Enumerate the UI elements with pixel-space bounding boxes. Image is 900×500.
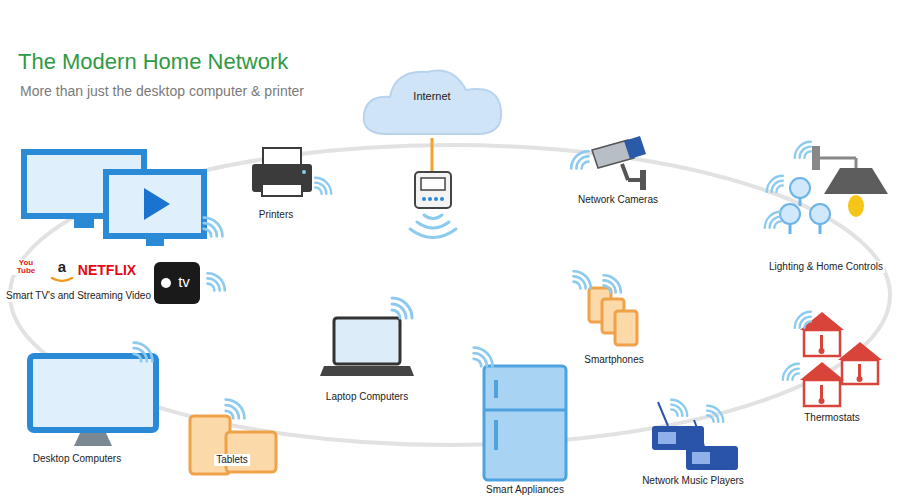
camera-icon <box>571 136 646 190</box>
cloud-node: Internet <box>357 62 507 140</box>
printer-icon <box>252 148 331 196</box>
device-label: Tablets <box>214 454 250 466</box>
smartphone-icons <box>589 288 637 345</box>
tv-icons <box>24 152 222 246</box>
device-label: Desktop Computers <box>31 453 123 465</box>
device-label: Network Cameras <box>576 194 660 206</box>
music-player-icons <box>652 400 738 470</box>
logo-text: NETFLIX <box>76 262 138 278</box>
device-label: Thermostats <box>802 412 862 424</box>
desktop-icon <box>30 343 156 446</box>
subtitle: More than just the desktop computer & pr… <box>18 83 306 99</box>
router-icon <box>410 138 456 238</box>
node-text: Internet <box>357 62 507 102</box>
device-label: Network Music Players <box>640 475 746 487</box>
thermostat-icons <box>783 312 882 406</box>
tablet-icons <box>190 416 276 474</box>
laptop-icon <box>320 298 414 376</box>
device-label: Smart Appliances <box>484 484 566 496</box>
device-label: Laptop Computers <box>324 391 410 403</box>
device-label: Lighting & Home Controls <box>767 261 885 273</box>
device-label: Printers <box>257 209 295 221</box>
logo-text: tv <box>176 273 192 290</box>
device-label: Smart TV's and Streaming Video <box>4 290 153 302</box>
logo-text: You Tube <box>12 259 40 275</box>
title: The Modern Home Network <box>18 49 288 74</box>
device-label: Smartphones <box>582 354 645 366</box>
fridge-icon <box>474 348 566 480</box>
logo-text: a <box>56 258 68 275</box>
lighting-icon <box>765 142 888 234</box>
